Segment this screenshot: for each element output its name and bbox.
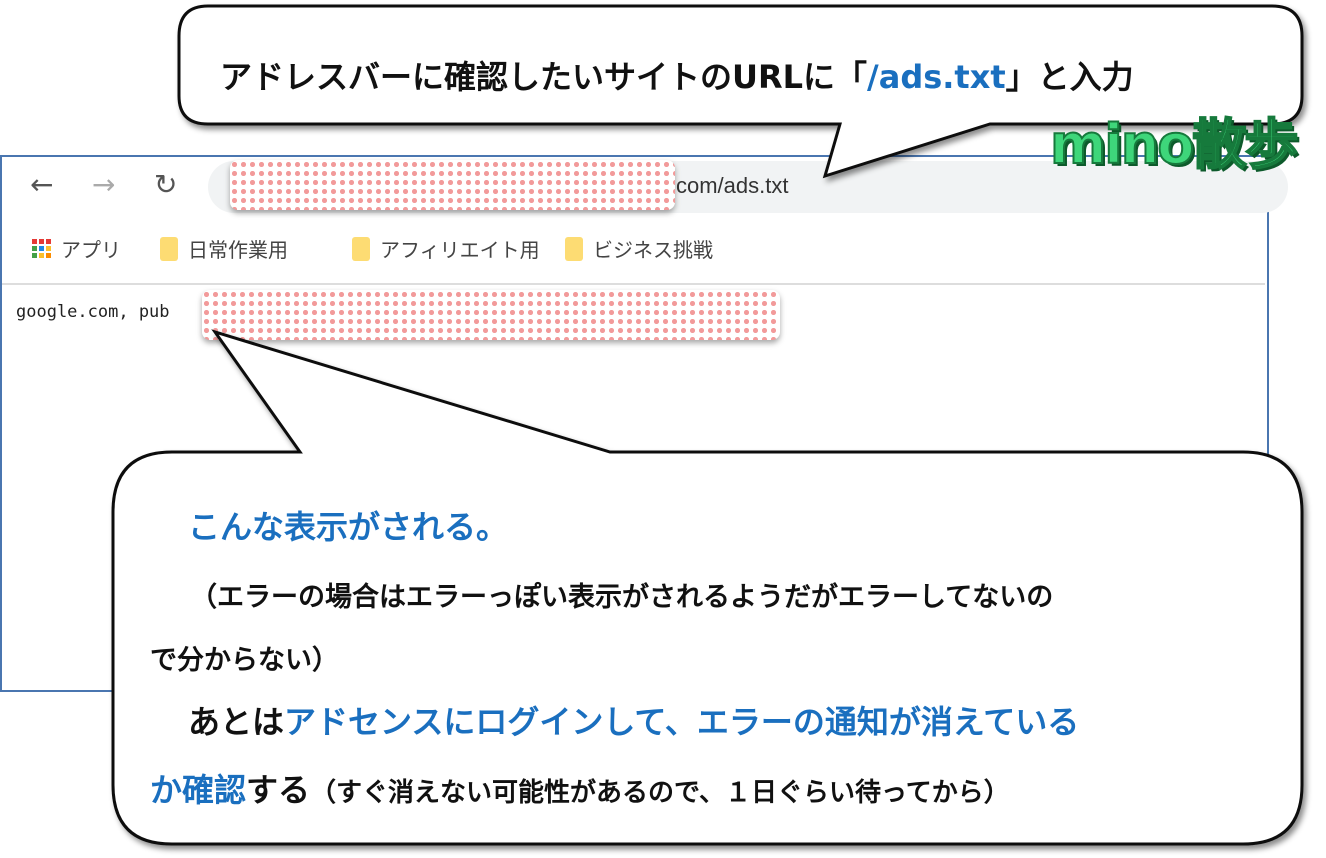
page-content-text: google.com, pub <box>16 302 170 322</box>
bookmark-label: アフィリエイト用 <box>380 238 540 262</box>
bookmark-folder[interactable]: 日常作業用 <box>160 234 288 263</box>
callout-instruction-line: あとはアドセンスにログインして、エラーの通知が消えている <box>188 703 1080 741</box>
content-redaction <box>202 290 780 340</box>
callout-heading: こんな表示がされる。 <box>188 508 509 546</box>
folder-icon <box>565 236 583 261</box>
forward-icon[interactable]: → <box>92 168 116 201</box>
bookmark-folder[interactable]: アフィリエイト用 <box>352 234 540 263</box>
callout-note-line: で分からない） <box>150 645 339 676</box>
apps-grid-icon <box>32 239 51 258</box>
bookmark-label: 日常作業用 <box>188 238 288 262</box>
bookmark-apps[interactable]: アプリ <box>32 234 121 263</box>
folder-icon <box>160 236 178 261</box>
bookmark-label: アプリ <box>61 238 121 262</box>
url-text[interactable]: com/ads.txt <box>676 173 789 198</box>
mino-sanpo-logo: mino散歩 <box>1049 112 1299 177</box>
bookmark-folder[interactable]: ビジネス挑戦 <box>565 234 713 263</box>
url-redaction <box>230 160 675 210</box>
bottom-callout-bubble <box>111 329 1304 846</box>
top-callout-bubble <box>177 4 1304 179</box>
back-icon[interactable]: ← <box>30 168 54 201</box>
folder-icon <box>352 236 370 261</box>
callout-note-line: （エラーの場合はエラーっぽい表示がされるようだがエラーしてないの <box>190 582 1054 613</box>
reload-icon[interactable]: ↻ <box>154 168 178 201</box>
toolbar-divider <box>2 283 1265 285</box>
callout-instruction-line: か確認する（すぐ消えない可能性があるので、１日ぐらい待ってから） <box>150 771 1010 809</box>
bookmark-label: ビジネス挑戦 <box>593 238 713 262</box>
top-callout-text: アドレスバーに確認したいサイトのURLに「/ads.txt」と入力 <box>220 58 1134 96</box>
